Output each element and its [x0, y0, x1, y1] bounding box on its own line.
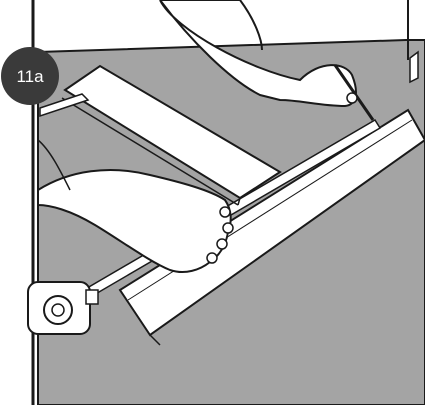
- tape-measure-icon: [28, 282, 98, 334]
- spacer-wedge-icon: [410, 52, 418, 82]
- step-badge: 11a: [1, 47, 59, 105]
- step-badge-label: 11a: [16, 67, 44, 86]
